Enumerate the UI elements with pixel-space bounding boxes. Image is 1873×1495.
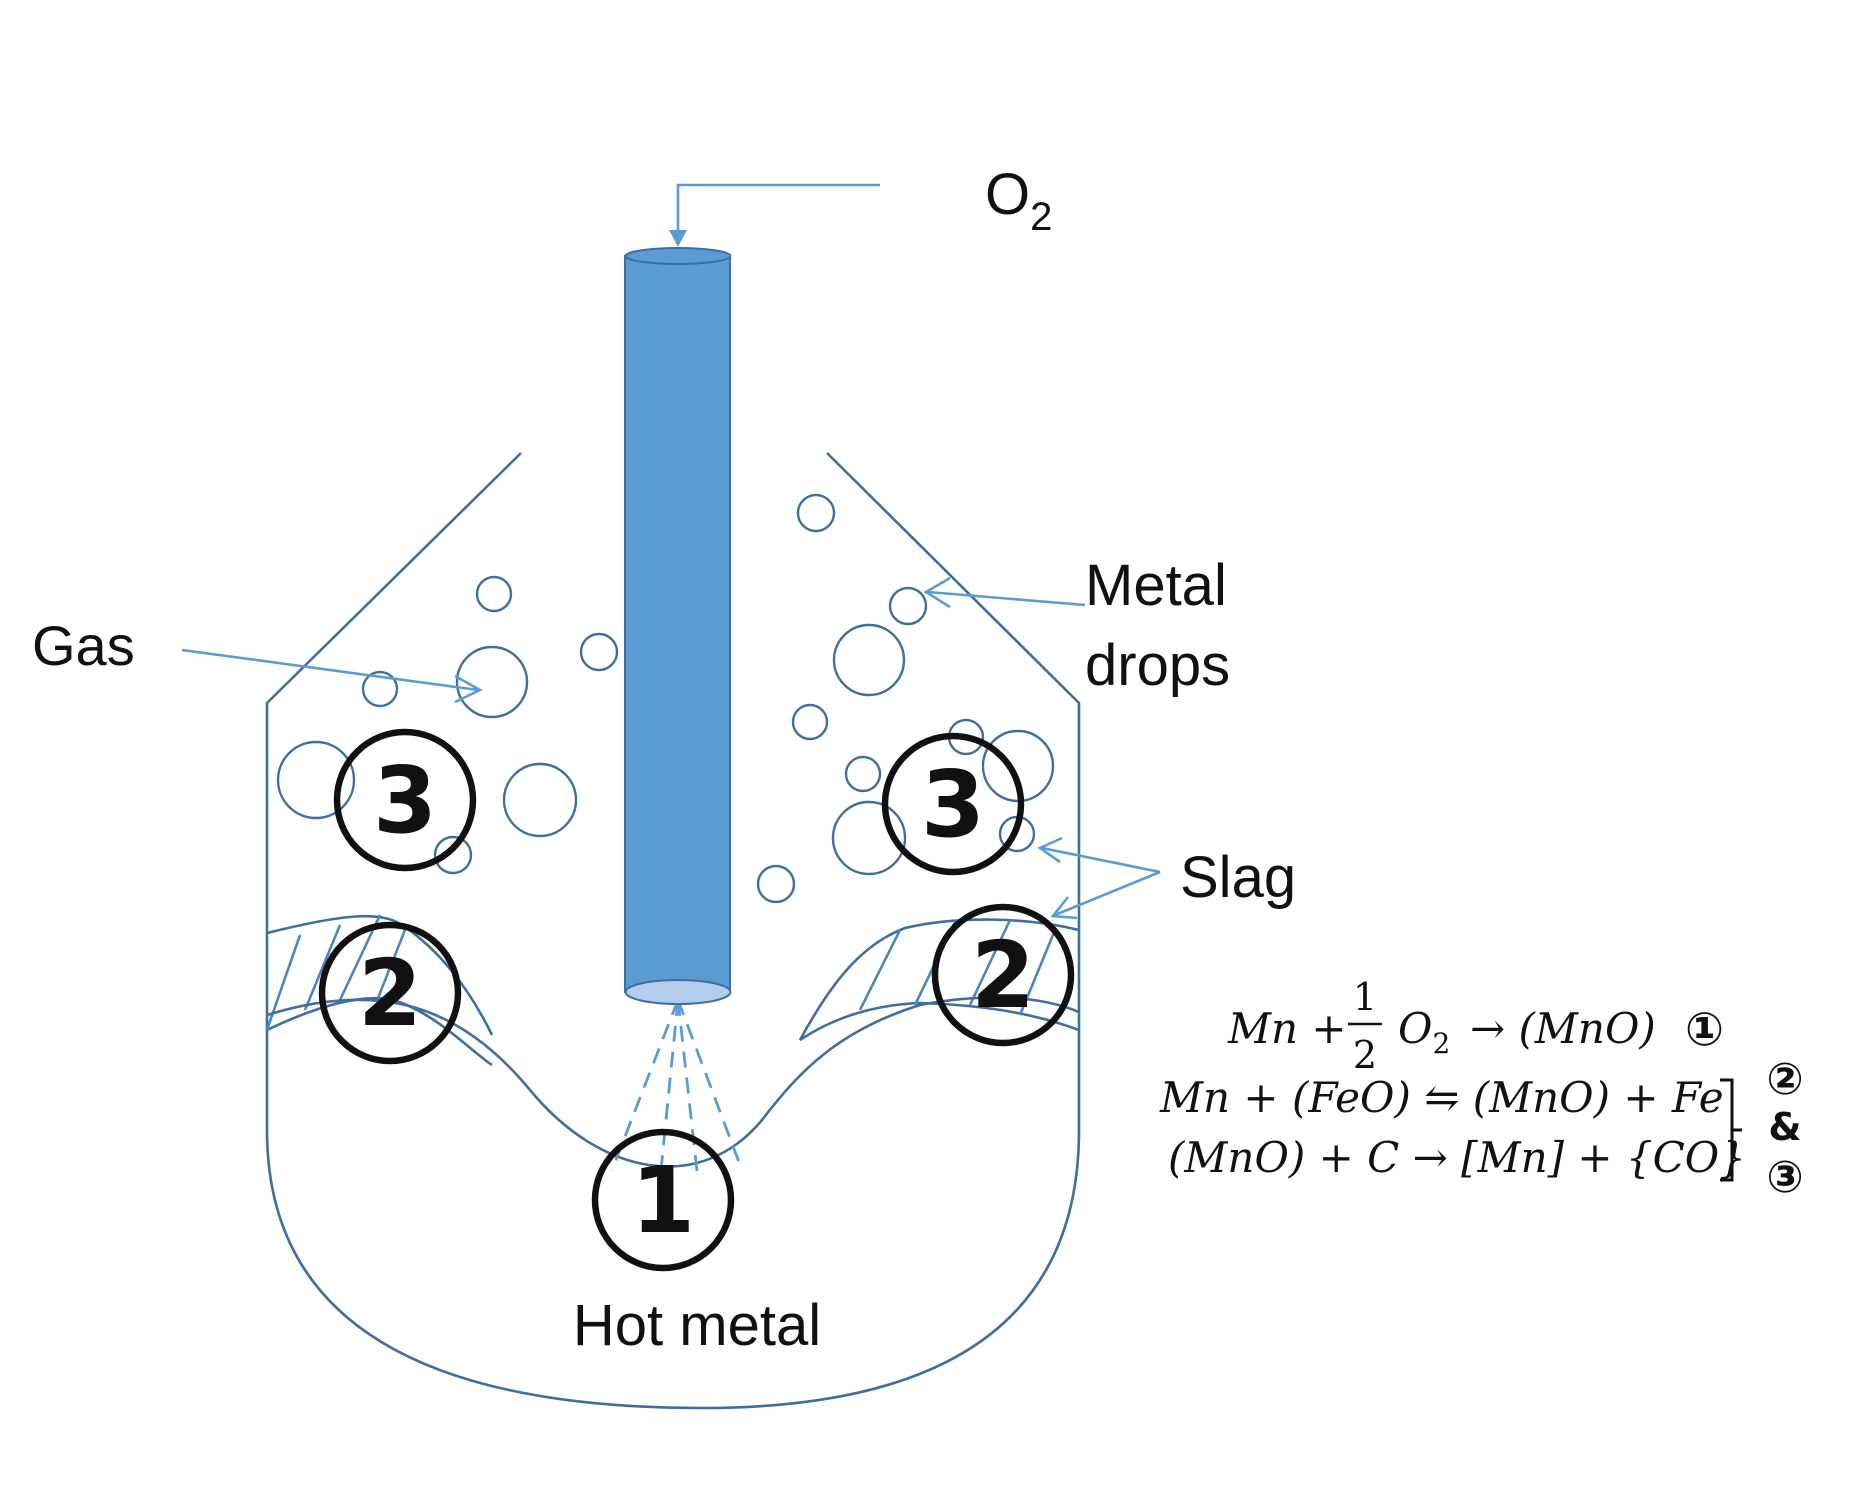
oxygen-supply-line [669,183,880,247]
metal-drops-label-line1: Metal [1085,553,1227,618]
equation-3: (MnO) + C → [Mn] + {CO} [1168,1133,1746,1182]
slag-arrows [1037,836,1161,920]
metal-drops-arrow [923,576,1086,609]
group-marker-and: & [1768,1105,1801,1149]
hot-metal-surface [266,996,1080,1168]
slag-label: Slag [1180,845,1296,910]
svg-text:1: 1 [631,1147,695,1254]
zone-3-right-marker: 3 [881,732,1025,876]
gas-arrow [181,648,483,704]
group-marker-3: ③ [1766,1152,1803,1203]
group-marker-2: ② [1766,1054,1803,1105]
svg-text:→ (MnO): → (MnO) [1470,1004,1656,1053]
svg-text:2: 2 [358,940,422,1047]
svg-text:Mn +: Mn + [1227,1004,1347,1053]
zone-2-right-marker: 2 [931,903,1075,1047]
equation-group-bracket [1720,1078,1742,1182]
equation-1: Mn + 1 2 O2 → (MnO) ① [1227,975,1724,1077]
lance-tip [624,979,732,1005]
svg-text:1: 1 [1353,975,1377,1019]
svg-text:3: 3 [373,747,437,854]
oxygen-label: O2 [985,162,1052,239]
vessel-outline [265,452,1081,1410]
svg-text:2: 2 [971,922,1035,1029]
slag-band-right [798,918,1080,1042]
svg-text:3: 3 [921,751,985,858]
zone-1-marker: 1 [591,1128,735,1272]
oxygen-jet [610,999,744,1181]
zone-3-left-marker: 3 [333,728,477,872]
hot-metal-label: Hot metal [573,1293,821,1358]
metal-drops-label-line2: drops [1085,633,1230,698]
gas-bubbles [276,493,1055,904]
equation-1-marker: ① [1685,1002,1724,1056]
gas-label: Gas [32,614,135,677]
svg-text:O2: O2 [1398,1004,1450,1060]
oxygen-lance [624,247,732,1005]
svg-text:2: 2 [1353,1033,1377,1077]
equation-2: Mn + (FeO) ⇋ (MnO) + Fe [1159,1073,1724,1122]
zone-2-left-marker: 2 [318,921,462,1065]
